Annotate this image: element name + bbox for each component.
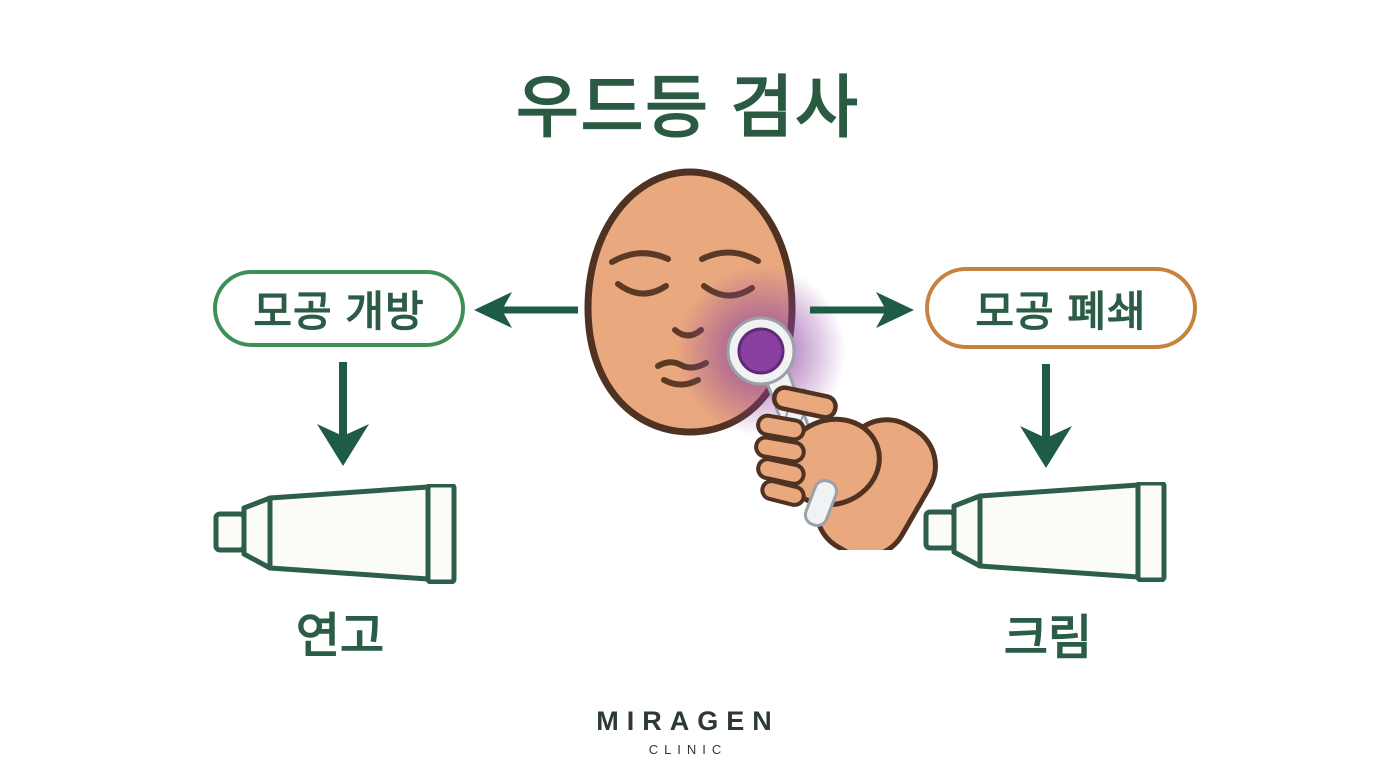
- face-with-woods-lamp-icon: [584, 168, 938, 550]
- arrow-right-icon: [810, 292, 914, 328]
- cream-label: 크림: [1003, 612, 1093, 665]
- pore-open-badge: 모공 개방: [213, 270, 465, 347]
- brand-name: MIRAGEN: [596, 706, 780, 736]
- arrow-down-right-icon: [1020, 364, 1072, 468]
- page-title: 우드등 검사: [516, 70, 860, 146]
- cream-tube-icon: [923, 482, 1167, 582]
- pore-closed-label: 모공 폐쇄: [975, 287, 1147, 335]
- pore-closed-badge: 모공 폐쇄: [925, 267, 1197, 349]
- footer-logo: MIRAGEN CLINIC: [0, 706, 1376, 757]
- ointment-label: 연고: [295, 610, 385, 663]
- hand-icon: [754, 385, 938, 550]
- arrow-down-left-icon: [317, 362, 369, 466]
- arrow-left-icon: [474, 292, 578, 328]
- ointment-tube-icon: [213, 484, 457, 584]
- pore-open-label: 모공 개방: [253, 288, 425, 335]
- brand-subtitle: CLINIC: [648, 742, 728, 757]
